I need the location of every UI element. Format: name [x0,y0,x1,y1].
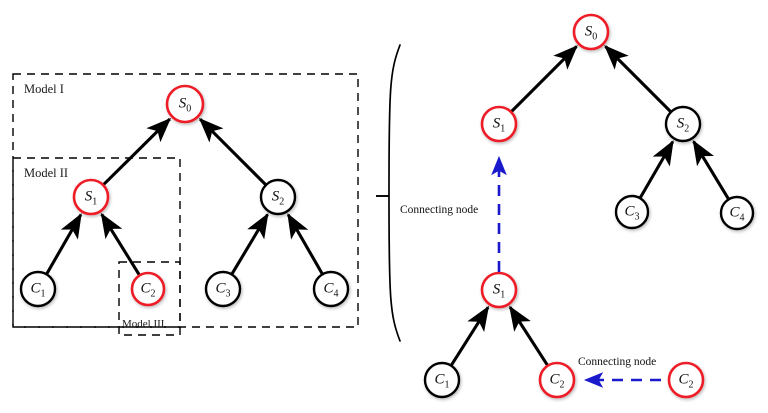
left-node-c3 [204,270,242,308]
left-edge-s1-to-s0 [102,117,172,186]
left-tree-nodes [19,84,350,308]
left-node-s1 [72,178,110,216]
vertical-connecting-arrow-label: Connecting node [400,204,479,216]
right-upper-tree-edges [510,45,730,200]
right-upper-node-s1 [480,105,518,143]
model-box-1 [12,73,359,328]
left-node-s2 [259,178,297,216]
right-lower-tree-edges [450,305,549,367]
left-edge-c2-to-s1 [100,212,141,276]
right-lower-edge-c1b-to-s1b [450,305,490,367]
brace-curve [388,44,401,342]
horizontal-connecting-arrow-label: Connecting node [578,356,657,368]
right-upper-edge-c4-to-s2 [692,139,730,200]
model-box-label-2: Model II [24,166,69,180]
model-box-label-1: Model I [24,82,64,96]
left-edge-s2-to-s0 [198,117,267,186]
right-upper-node-s0 [572,13,610,51]
left-tree-edges [45,117,324,276]
right-upper-tree-nodes [480,13,755,231]
right-upper-node-c4 [719,195,755,231]
model-box-label-3: Model III [122,318,165,330]
right-lower-tree-nodes [423,271,705,399]
left-node-s0 [165,84,205,124]
left-node-c4 [312,270,350,308]
right-upper-edge-c3-to-s2 [638,140,675,199]
right-upper-edge-s1-to-s0 [510,45,578,113]
left-edge-c3-to-s2 [230,212,269,275]
right-lower-node-s1b [480,271,518,309]
grouping-brace [376,44,401,342]
right-lower-edge-c2b-to-s1b [508,305,549,367]
left-edge-c4-to-s2 [286,213,324,275]
right-upper-edge-s2-to-s0 [604,45,672,113]
right-lower-node-c2c [667,361,705,399]
right-lower-node-c2b [538,361,576,399]
model-box-3 [118,261,181,336]
right-upper-node-s2 [664,105,702,143]
left-node-c2 [130,271,166,307]
model-boundary-boxes [12,73,359,336]
left-node-c1 [19,270,57,308]
left-edge-c1-to-s1 [45,213,83,275]
right-upper-node-c3 [614,194,650,230]
right-lower-node-c1b [423,361,461,399]
connecting-node-arrows [491,155,661,388]
